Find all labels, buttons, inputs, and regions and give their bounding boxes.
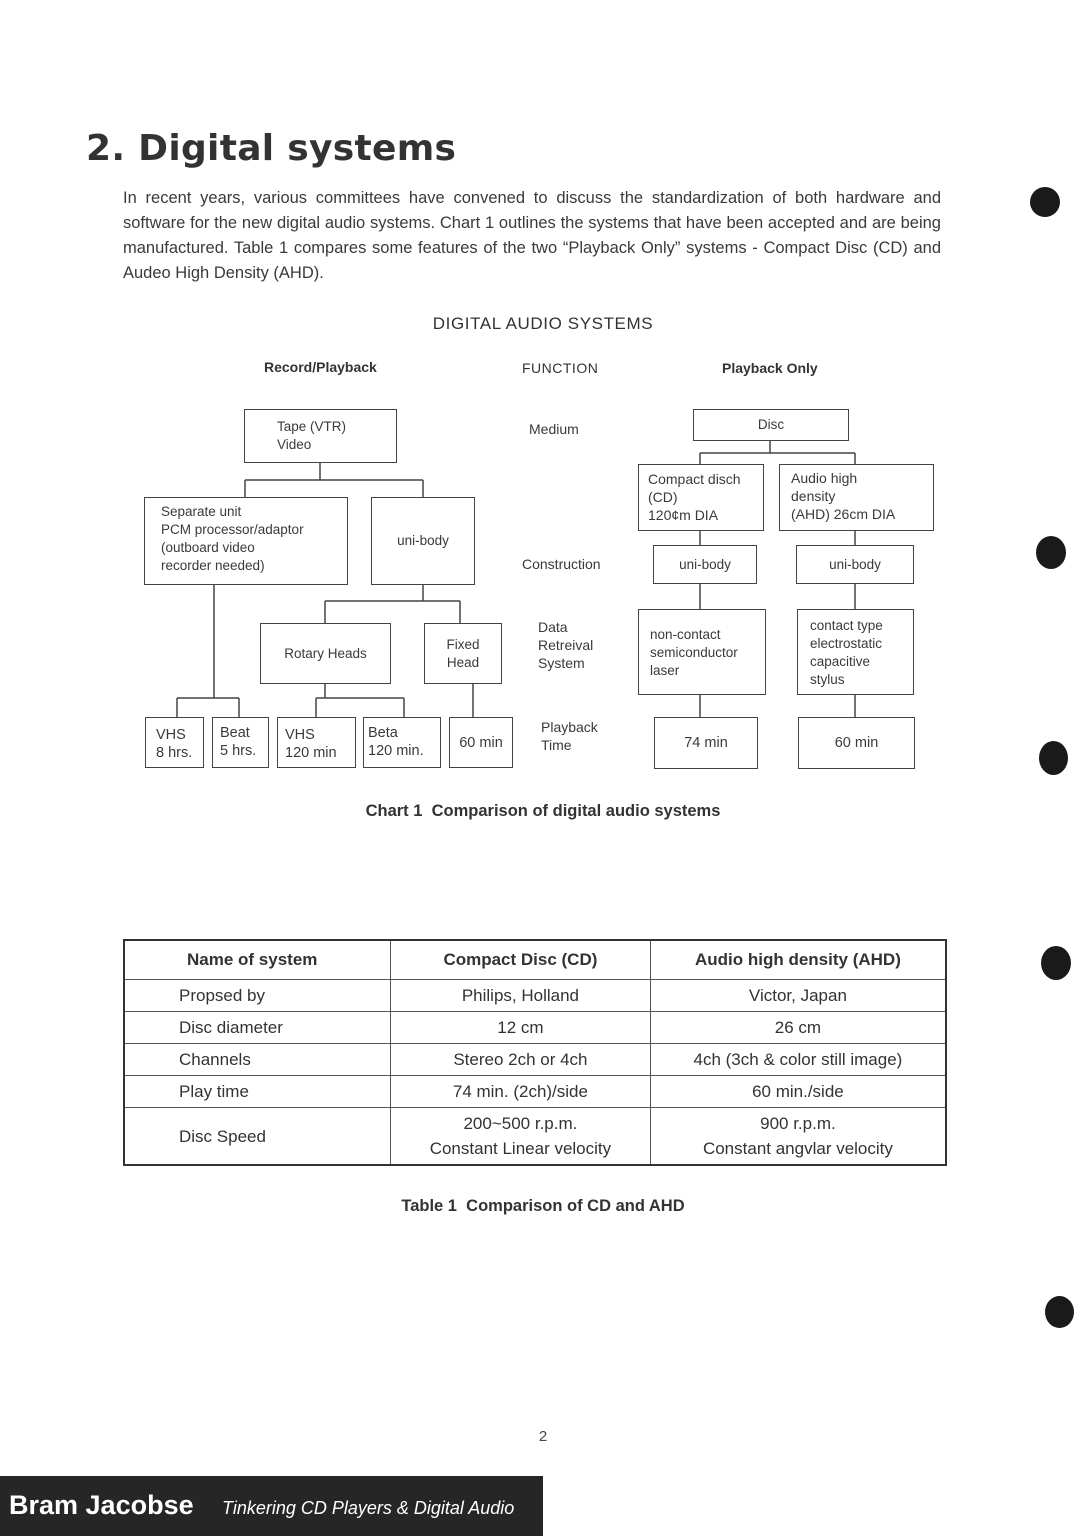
- box-vhs-8hrs: VHS 8 hrs.: [145, 717, 204, 768]
- punch-hole: [1045, 1296, 1074, 1328]
- box-uni-body-ahd: uni-body: [796, 545, 914, 584]
- table-cell: Disc diameter: [123, 1011, 391, 1044]
- chart-caption-label: Chart 1: [365, 802, 423, 820]
- intro-paragraph: In recent years, various committees have…: [123, 189, 941, 282]
- comparison-table: Name of system Compact Disc (CD) Audio h…: [123, 939, 947, 1166]
- box-separate-unit: Separate unit PCM processor/adaptor (out…: [144, 497, 348, 585]
- table-cell: Propsed by: [123, 979, 391, 1012]
- box-beta-120min: Beta 120 min.: [363, 717, 441, 768]
- footer-tagline: Tinkering CD Players & Digital Audio: [222, 1498, 515, 1518]
- table-cell: 60 min./side: [649, 1075, 947, 1108]
- chart-connector-lines: [176, 440, 856, 718]
- punch-hole: [1039, 741, 1068, 775]
- box-74min-cd: 74 min: [654, 717, 758, 769]
- chart-caption: Chart 1 Comparison of digital audio syst…: [0, 802, 1086, 821]
- column-header-playback-only: Playback Only: [722, 360, 818, 376]
- box-60min-left: 60 min: [449, 717, 513, 768]
- box-tape-vtr: Tape (VTR) Video: [244, 409, 397, 463]
- chart-caption-text: Comparison of digital audio systems: [431, 802, 721, 820]
- function-construction: Construction: [522, 556, 601, 572]
- table-cell: Victor, Japan: [649, 979, 947, 1012]
- function-medium: Medium: [529, 421, 579, 437]
- table-row: Propsed by Philips, Holland Victor, Japa…: [123, 979, 947, 1012]
- table-cell: Channels: [123, 1043, 391, 1076]
- table-cell: 26 cm: [649, 1011, 947, 1044]
- box-disc: Disc: [693, 409, 849, 441]
- box-compact-disc: Compact disch (CD) 120¢m DIA: [638, 464, 764, 531]
- table-cell: 12 cm: [390, 1011, 651, 1044]
- table-caption-label: Table 1: [401, 1197, 457, 1215]
- table-row: Play time 74 min. (2ch)/side 60 min./sid…: [123, 1075, 947, 1108]
- table-row: Disc diameter 12 cm 26 cm: [123, 1011, 947, 1044]
- table-cell: Disc Speed: [123, 1107, 391, 1166]
- box-contact-stylus: contact type electrostatic capacitive st…: [797, 609, 914, 695]
- page-number: 2: [538, 1428, 548, 1445]
- table-cell: Play time: [123, 1075, 391, 1108]
- box-non-contact-laser: non-contact semiconductor laser: [638, 609, 766, 695]
- box-60min-ahd: 60 min: [798, 717, 915, 769]
- function-data-retrieval: Data Retreival System: [538, 619, 594, 671]
- punch-hole: [1036, 536, 1066, 569]
- box-uni-body-left: uni-body: [371, 497, 475, 585]
- punch-hole: [1030, 187, 1060, 217]
- table-row: Channels Stereo 2ch or 4ch 4ch (3ch & co…: [123, 1043, 947, 1076]
- table-header-cell: Name of system: [123, 939, 391, 980]
- footer-banner: Bram Jacobse Tinkering CD Players & Digi…: [0, 1476, 543, 1536]
- table-cell: Stereo 2ch or 4ch: [390, 1043, 651, 1076]
- function-playback-time: Playback Time: [541, 719, 598, 753]
- table-header-row: Name of system Compact Disc (CD) Audio h…: [123, 939, 947, 980]
- table-caption: Table 1 Comparison of CD and AHD: [0, 1197, 1086, 1216]
- punch-hole: [1041, 946, 1071, 980]
- box-vhs-120min: VHS 120 min: [277, 717, 356, 768]
- box-rotary-heads: Rotary Heads: [260, 623, 391, 684]
- table-header-cell: Compact Disc (CD): [390, 939, 651, 980]
- table-row: Disc Speed 200~500 r.p.m. Constant Linea…: [123, 1107, 947, 1166]
- table-cell: 74 min. (2ch)/side: [390, 1075, 651, 1108]
- chart-title: DIGITAL AUDIO SYSTEMS: [432, 314, 654, 333]
- section-heading: 2. Digital systems: [86, 128, 457, 169]
- box-fixed-head: Fixed Head: [424, 623, 502, 684]
- box-beat-5hrs: Beat 5 hrs.: [212, 717, 269, 768]
- table-header-cell: Audio high density (AHD): [649, 939, 947, 980]
- table-cell: Philips, Holland: [390, 979, 651, 1012]
- column-header-function: FUNCTION: [522, 360, 599, 376]
- footer-brand: Bram Jacobse: [9, 1490, 194, 1520]
- box-uni-body-cd: uni-body: [653, 545, 757, 584]
- table-cell: 200~500 r.p.m. Constant Linear velocity: [390, 1107, 651, 1166]
- table-cell: 900 r.p.m. Constant angvlar velocity: [649, 1107, 947, 1166]
- box-audio-high-density: Audio high density (AHD) 26cm DIA: [779, 464, 934, 531]
- column-header-record-playback: Record/Playback: [264, 359, 377, 375]
- table-caption-text: Comparison of CD and AHD: [466, 1197, 685, 1215]
- table-cell: 4ch (3ch & color still image): [649, 1043, 947, 1076]
